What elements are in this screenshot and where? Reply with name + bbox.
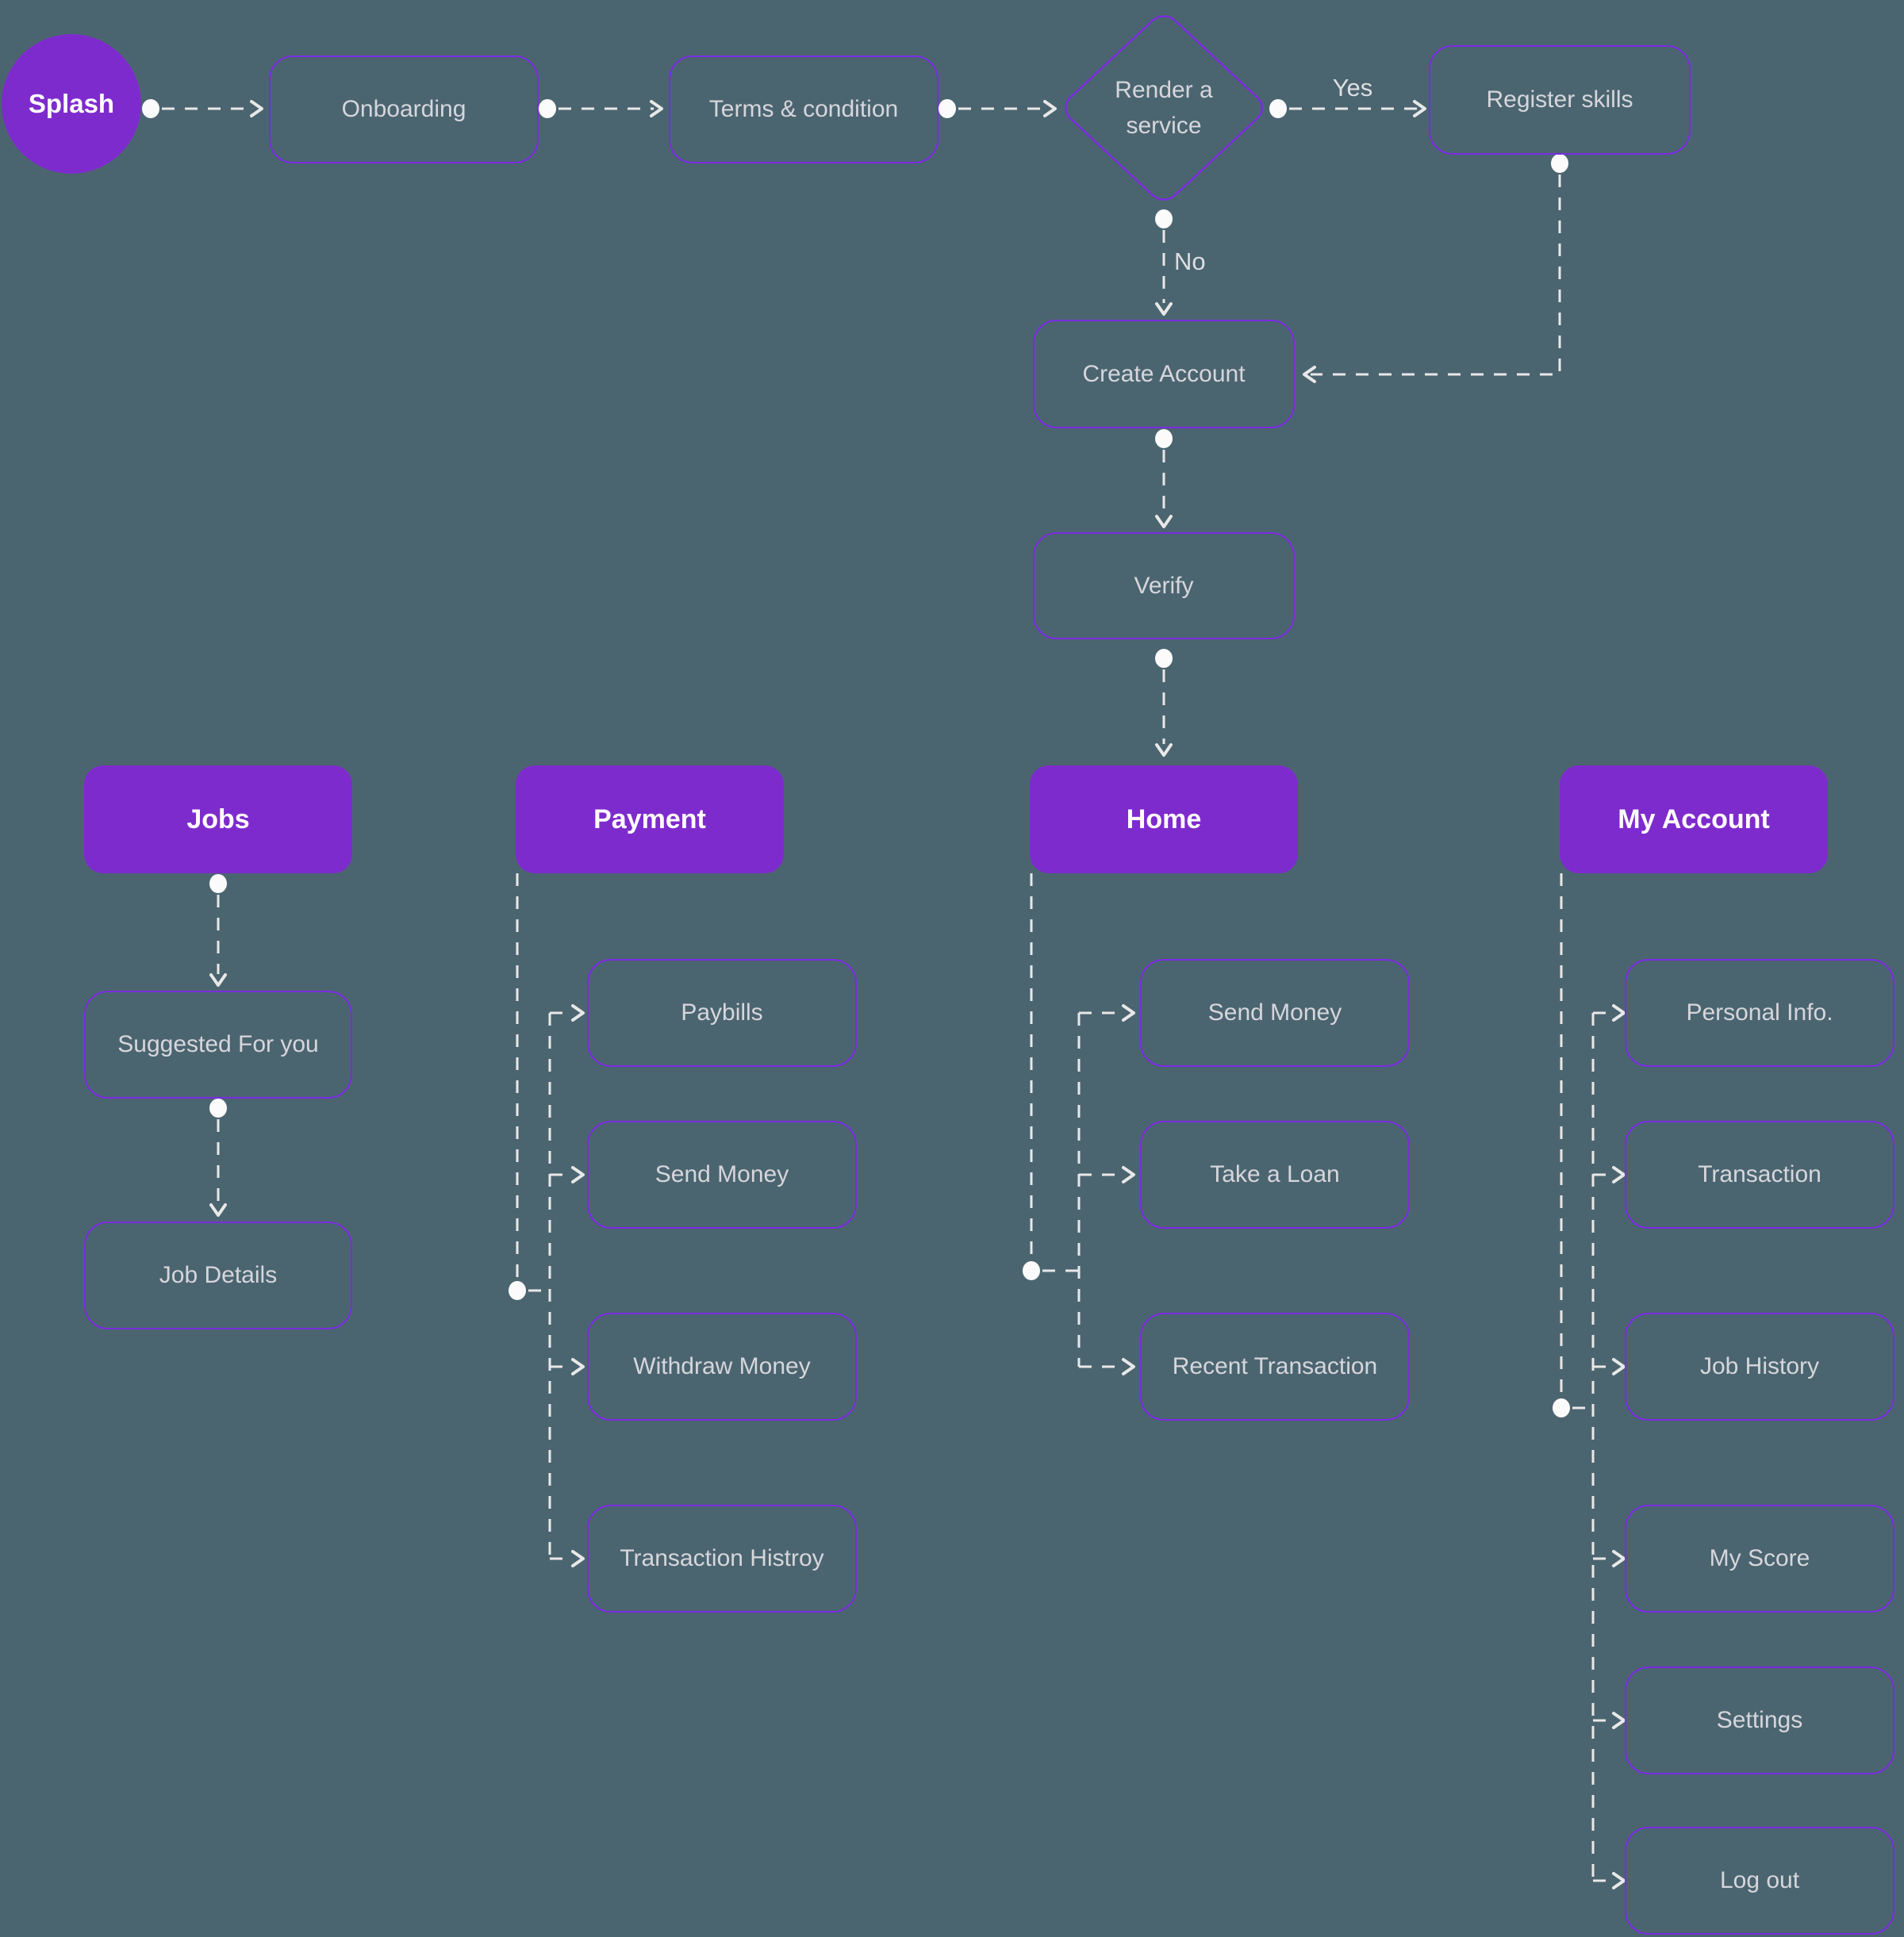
edge-decision-register-yes [1269,99,1426,118]
yes-edge-label: Yes [1332,74,1373,102]
verify-label: Verify [1134,572,1194,599]
job-history-label: Job History [1699,1353,1820,1379]
edge-create-verify [1155,429,1173,528]
personal-info-label: Personal Info. [1686,999,1833,1026]
register-skills-label: Register skills [1486,86,1633,113]
my-account-header-label: My Account [1618,804,1770,834]
tree-home-branches [1023,873,1135,1375]
edge-verify-home [1155,649,1173,757]
my-account-header[interactable]: My Account [1560,765,1828,873]
create-account-node[interactable]: Create Account [1033,320,1295,428]
onboarding-label: Onboarding [341,96,466,122]
transaction-node[interactable]: Transaction [1625,1121,1894,1229]
splash-node[interactable]: Splash [2,34,141,174]
recent-transaction-node[interactable]: Recent Transaction [1140,1313,1410,1421]
job-details-node[interactable]: Job Details [84,1222,352,1329]
terms-condition-node[interactable]: Terms & condition [669,56,939,163]
recent-transaction-label: Recent Transaction [1172,1353,1378,1379]
payment-header[interactable]: Payment [516,765,784,873]
splash-label: Splash [28,89,115,118]
onboarding-node[interactable]: Onboarding [269,56,539,163]
edge-suggested-jobdetails [209,1099,227,1217]
edge-register-create [1303,154,1568,383]
home-header-label: Home [1126,804,1202,834]
edge-decision-create-no [1155,209,1173,316]
edge-splash-onboarding [142,99,263,118]
send-money-home-label: Send Money [1207,999,1342,1026]
suggested-for-you-node[interactable]: Suggested For you [84,991,352,1099]
create-account-label: Create Account [1082,360,1246,387]
render-a-service-decision[interactable]: Render a service [1084,60,1243,155]
decision-diamond-shape[interactable] [1059,10,1269,205]
transaction-label: Transaction [1698,1161,1821,1187]
take-a-loan-node[interactable]: Take a Loan [1140,1121,1410,1229]
send-money-payment-node[interactable]: Send Money [587,1121,857,1229]
register-skills-node[interactable]: Register skills [1429,45,1691,155]
job-details-label: Job Details [159,1262,278,1288]
payment-header-label: Payment [593,804,706,834]
tree-my-account-branches [1553,873,1626,1889]
edge-terms-decision [939,99,1057,118]
job-history-node[interactable]: Job History [1625,1313,1894,1421]
verify-node[interactable]: Verify [1033,532,1295,639]
jobs-header[interactable]: Jobs [84,765,352,873]
transaction-history-node[interactable]: Transaction Histroy [587,1505,857,1613]
render-a-service-label: Render a service [1115,77,1213,139]
transaction-history-label: Transaction Histroy [620,1545,824,1571]
suggested-for-you-label: Suggested For you [117,1031,319,1057]
terms-condition-label: Terms & condition [708,96,899,122]
no-edge-label: No [1174,247,1206,275]
withdraw-money-node[interactable]: Withdraw Money [587,1313,857,1421]
my-score-node[interactable]: My Score [1625,1505,1894,1613]
personal-info-node[interactable]: Personal Info. [1625,959,1894,1067]
send-money-home-node[interactable]: Send Money [1140,959,1410,1067]
log-out-node[interactable]: Log out [1625,1827,1894,1935]
tree-payment-branches [509,873,585,1567]
edge-jobs-suggested [209,874,227,987]
log-out-label: Log out [1719,1867,1800,1893]
settings-label: Settings [1716,1707,1803,1733]
paybills-node[interactable]: Paybills [587,959,857,1067]
edge-onboarding-terms [539,99,663,118]
my-score-label: My Score [1709,1545,1810,1571]
home-header[interactable]: Home [1030,765,1298,873]
jobs-header-label: Jobs [186,804,250,834]
settings-node[interactable]: Settings [1625,1667,1894,1774]
paybills-label: Paybills [681,999,763,1026]
withdraw-money-label: Withdraw Money [633,1353,811,1379]
take-a-loan-label: Take a Loan [1210,1161,1340,1187]
send-money-payment-label: Send Money [654,1161,789,1187]
